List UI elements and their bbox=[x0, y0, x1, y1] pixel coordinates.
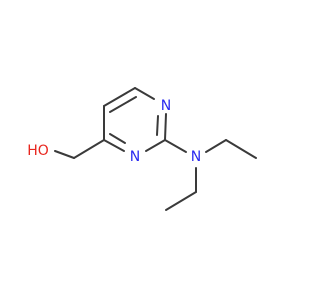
bond-ethyl1-ch3 bbox=[225, 139, 257, 159]
atom-n1-label: N bbox=[161, 98, 171, 114]
bond-c2-n3 bbox=[145, 139, 166, 152]
molecule-structure: N N N HO bbox=[27, 87, 257, 211]
bond-n1-c2 bbox=[164, 113, 167, 141]
bond-c5-c6-double bbox=[109, 96, 137, 113]
bond-c5-c6 bbox=[103, 87, 136, 107]
bond-n1-c2-double bbox=[156, 115, 159, 136]
bond-c4-ch2 bbox=[73, 139, 105, 159]
hydroxyl-label: HO bbox=[27, 143, 49, 159]
bond-n3-c4 bbox=[103, 139, 125, 152]
atom-namine-label: N bbox=[191, 149, 201, 165]
bond-n3-c4-double bbox=[109, 133, 126, 144]
bond-ch2-oh bbox=[54, 150, 75, 159]
bond-c6-n1 bbox=[134, 87, 155, 100]
bond-c2-namine bbox=[164, 139, 187, 153]
bond-ethyl2-ch3 bbox=[165, 191, 197, 211]
bond-namine-ethyl1 bbox=[205, 139, 227, 153]
atom-n3-label: N bbox=[130, 149, 140, 165]
